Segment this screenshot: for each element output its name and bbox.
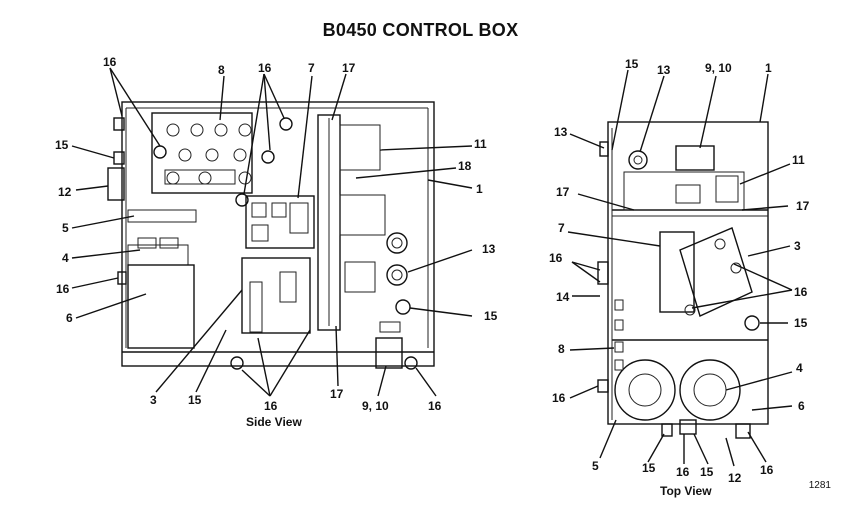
callout-11: 11 [792, 153, 805, 167]
callout-16: 16 [428, 399, 442, 413]
callout-15: 15 [188, 393, 202, 407]
callout-6: 6 [66, 311, 73, 325]
callout-11: 11 [474, 137, 487, 151]
enclosure-outline [121, 101, 435, 367]
capacitor-left [614, 359, 676, 421]
callout-8: 8 [218, 63, 225, 77]
relay-plate [245, 195, 315, 249]
callout-16: 16 [264, 399, 278, 413]
figure-number: 1281 [808, 480, 831, 491]
callout-15: 15 [55, 138, 69, 152]
callout-5: 5 [592, 459, 599, 473]
callout-16: 16 [760, 463, 774, 477]
side-view-callouts: 16 8 16 7 17 15 11 18 12 1 5 13 4 16 6 1… [55, 55, 498, 413]
top-view-callouts: 15 13 9, 10 1 13 11 17 17 7 3 16 14 16 1… [549, 57, 810, 485]
callout-17: 17 [796, 199, 810, 213]
callout-16: 16 [103, 55, 117, 69]
callout-6: 6 [798, 399, 805, 413]
side-view-caption: Side View [246, 415, 302, 429]
callout-16: 16 [549, 251, 563, 265]
callout-13: 13 [657, 63, 671, 77]
bracket-12 [107, 167, 125, 201]
callout-13: 13 [482, 242, 496, 256]
knockout-upper [386, 232, 408, 254]
callout-1: 1 [765, 61, 772, 75]
callout-12: 12 [728, 471, 742, 485]
callout-3: 3 [794, 239, 801, 253]
strain-relief [375, 337, 403, 369]
callout-18: 18 [458, 159, 472, 173]
relays-9-10 [675, 145, 715, 171]
terminal-block-3 [679, 227, 753, 317]
callout-12: 12 [58, 185, 72, 199]
side-view-leaders [71, 67, 473, 397]
callout-15: 15 [642, 461, 656, 475]
callout-4: 4 [62, 251, 69, 265]
callout-16: 16 [552, 391, 566, 405]
callout-4: 4 [796, 361, 803, 375]
callout-3: 3 [150, 393, 157, 407]
callout-15: 15 [625, 57, 639, 71]
callout-15: 15 [484, 309, 498, 323]
callout-16: 16 [794, 285, 808, 299]
callout-17: 17 [330, 387, 344, 401]
callout-9-10: 9, 10 [705, 61, 732, 75]
callout-9-10: 9, 10 [362, 399, 389, 413]
top-view-drawing [597, 121, 769, 439]
callout-17: 17 [556, 185, 570, 199]
callout-14: 14 [556, 290, 570, 304]
callout-15: 15 [794, 316, 808, 330]
top-view-leaders [567, 69, 793, 467]
callout-7: 7 [308, 61, 315, 75]
knockout-lower [386, 264, 408, 286]
callout-5: 5 [62, 221, 69, 235]
diagram-title: B0450 CONTROL BOX [322, 20, 519, 40]
callout-13: 13 [554, 125, 568, 139]
contactor-7 [659, 231, 695, 313]
callout-16: 16 [676, 465, 690, 479]
capacitor-right [679, 359, 741, 421]
callout-16: 16 [56, 282, 70, 296]
callout-1: 1 [476, 182, 483, 196]
top-view-caption: Top View [660, 484, 712, 498]
capacitor-holder [127, 264, 195, 349]
callout-8: 8 [558, 342, 565, 356]
knockout-top [628, 150, 648, 170]
callout-17: 17 [342, 61, 356, 75]
terminal-board [151, 112, 253, 194]
callout-16: 16 [258, 61, 272, 75]
callout-15: 15 [700, 465, 714, 479]
callout-7: 7 [558, 221, 565, 235]
